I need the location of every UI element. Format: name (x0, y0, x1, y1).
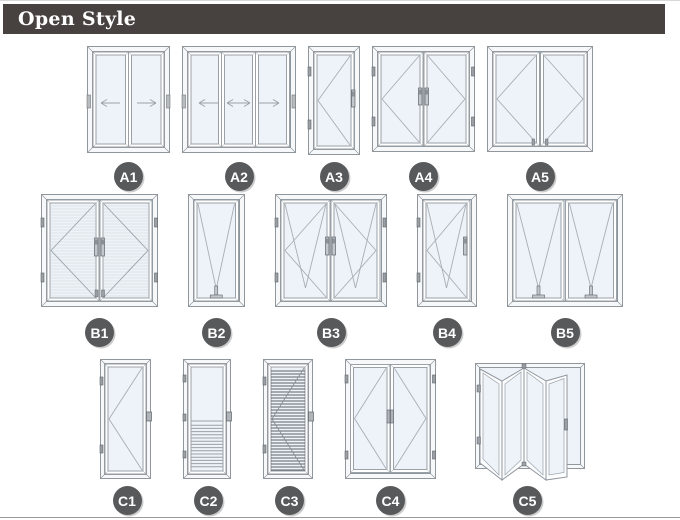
casement-single-icon (307, 46, 360, 155)
open-style-row-b: B1 B2 B3 B4 B5 (0, 194, 680, 347)
style-item-b5: B5 (507, 194, 623, 347)
style-item-b2: B2 (188, 194, 245, 347)
figure-box-a3 (307, 46, 360, 155)
badge-a2: A2 (224, 162, 254, 191)
header-bar: Open Style (3, 4, 665, 34)
style-item-b3: B3 (274, 194, 387, 347)
tilt-double-icon (507, 194, 623, 307)
door-half-louver-icon (182, 359, 232, 479)
badge-b3: B3 (316, 318, 346, 347)
door-full-louver-icon (262, 359, 314, 479)
sliding-three-panel-icon (181, 46, 296, 153)
badge-a1: A1 (114, 162, 143, 191)
badge-c3: C3 (275, 486, 304, 515)
casement-double-with-screen-icon (40, 194, 158, 307)
figure-box-a2 (181, 46, 296, 155)
figure-box-c2 (182, 359, 234, 481)
bottom-divider (0, 517, 680, 518)
style-item-a2: A2 (181, 46, 296, 191)
open-style-row-a: A1 A2 A3 A4 A5 (0, 46, 680, 191)
figure-box-b5 (507, 194, 623, 307)
badge-c2: C2 (194, 486, 223, 515)
tilt-turn-double-icon (274, 194, 387, 307)
figure-box-c3 (262, 359, 316, 481)
figure-box-b4 (416, 194, 477, 307)
casement-double-wide-icon (487, 46, 593, 152)
style-item-a3: A3 (307, 46, 360, 191)
door-single-icon (99, 359, 152, 479)
sliding-two-panel-icon (86, 46, 171, 153)
style-item-b1: B1 (40, 194, 158, 347)
style-item-c2: C2 (182, 359, 234, 515)
door-bifold-icon (475, 363, 585, 482)
style-item-a1: A1 (86, 46, 171, 191)
style-item-c5: C5 (465, 359, 590, 515)
figure-box-c4 (344, 359, 436, 481)
figure-box-a5 (487, 46, 593, 155)
badge-b4: B4 (432, 318, 462, 347)
figure-box-c1 (99, 359, 154, 481)
badge-b1: B1 (85, 318, 114, 347)
figure-box-b3 (274, 194, 387, 307)
casement-double-icon (371, 46, 475, 152)
figure-box-b2 (188, 194, 245, 307)
badge-c4: C4 (376, 486, 405, 515)
figure-box-a4 (371, 46, 475, 155)
badge-a3: A3 (319, 162, 349, 191)
figure-box-a1 (86, 46, 171, 155)
style-item-a5: A5 (487, 46, 593, 191)
badge-b2: B2 (202, 318, 231, 347)
style-item-c3: C3 (262, 359, 316, 515)
style-item-c4: C4 (344, 359, 436, 515)
badge-b5: B5 (550, 318, 580, 347)
badge-c1: C1 (112, 486, 142, 515)
page-title: Open Style (18, 8, 137, 30)
tilt-turn-single-icon (416, 194, 477, 307)
badge-a5: A5 (525, 162, 555, 191)
style-item-b4: B4 (416, 194, 477, 347)
style-item-a4: A4 (371, 46, 475, 191)
figure-box-c5 (465, 359, 590, 482)
style-item-c1: C1 (99, 359, 154, 515)
tilt-single-icon (188, 194, 245, 307)
badge-c5: C5 (513, 486, 542, 515)
badge-a4: A4 (409, 162, 438, 191)
door-double-icon (344, 359, 436, 479)
figure-box-b1 (40, 194, 158, 307)
open-style-row-c: C1 C2 C3 C4 C5 (0, 359, 680, 515)
